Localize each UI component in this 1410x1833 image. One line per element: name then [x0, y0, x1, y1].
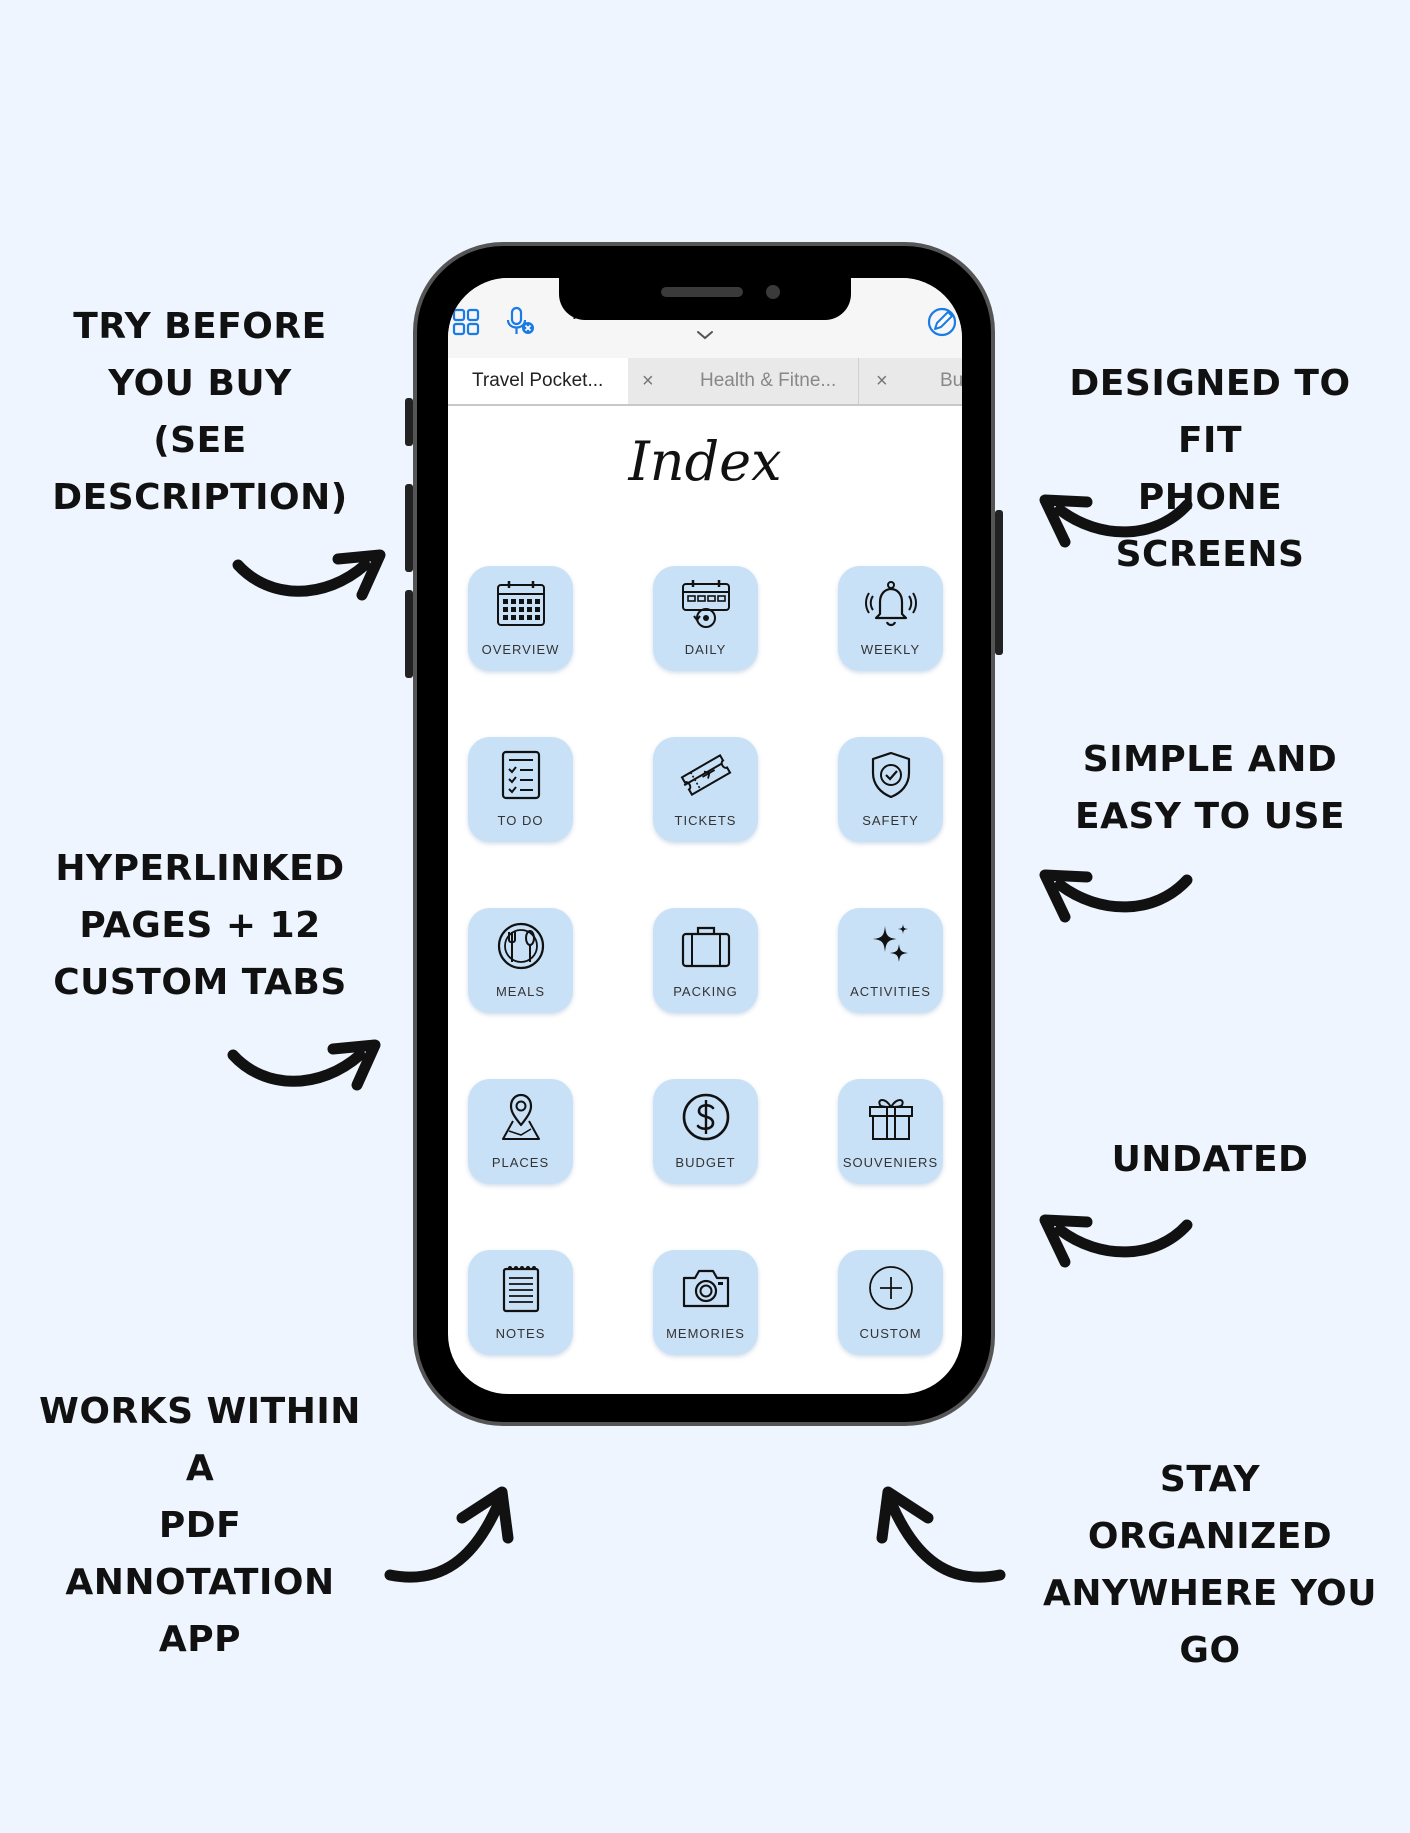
bell-icon	[865, 581, 917, 627]
tile-daily[interactable]: DAILY	[653, 566, 758, 671]
notepad-icon	[502, 1266, 540, 1313]
calendar-grid-icon	[497, 581, 545, 626]
tile-label: TO DO	[497, 813, 544, 828]
tile-label: SOUVENIERS	[842, 1155, 939, 1170]
daily-calendar-icon	[682, 580, 730, 628]
tab-label: Bu	[940, 370, 962, 391]
shield-check-icon	[871, 751, 911, 799]
close-tab-icon[interactable]: ×	[876, 370, 888, 392]
tile-custom[interactable]: CUSTOM	[838, 1250, 943, 1355]
tile-safety[interactable]: SAFETY	[838, 737, 943, 842]
tile-label: ACTIVITIES	[850, 984, 931, 999]
tile-notes[interactable]: NOTES	[468, 1250, 573, 1355]
mute-switch	[405, 398, 413, 446]
arrow-up-left-icon	[876, 1486, 1006, 1583]
tile-overview[interactable]: OVERVIEW	[468, 566, 573, 671]
arrow-right-icon	[227, 1039, 381, 1091]
chevron-down-icon[interactable]	[696, 330, 714, 340]
caption-works-within: WORKS WITHIN A PDF ANNOTATION APP	[39, 1391, 361, 1660]
arrow-right-icon	[232, 549, 386, 601]
tile-label: SAFETY	[862, 813, 919, 828]
sparkles-icon	[873, 924, 908, 962]
caption-stay: STAY ORGANIZED ANYWHERE YOU GO	[1043, 1459, 1377, 1671]
tile-label: OVERVIEW	[481, 642, 560, 657]
tile-label: CUSTOM	[859, 1326, 922, 1341]
tile-label: PLACES	[491, 1155, 550, 1170]
checklist-icon	[501, 750, 541, 800]
tab-label: Travel Pocket...	[472, 370, 604, 391]
tile-label: DAILY	[684, 642, 727, 657]
tile-to-do[interactable]: TO DO	[468, 737, 573, 842]
camera-icon	[682, 1269, 730, 1308]
tile-label: TICKETS	[674, 813, 737, 828]
plate-cutlery-icon	[497, 922, 545, 970]
earpiece-speaker	[661, 287, 743, 297]
caption-undated: UNDATED	[1111, 1139, 1309, 1180]
volume-up-button	[405, 484, 413, 572]
tile-weekly[interactable]: WEEKLY	[838, 566, 943, 671]
arrow-left-icon	[1039, 494, 1193, 548]
tab-divider	[858, 358, 859, 404]
grid-icon[interactable]	[452, 308, 480, 336]
tile-label: MEMORIES	[666, 1326, 745, 1341]
tile-label: PACKING	[673, 984, 738, 999]
tile-budget[interactable]: BUDGET	[653, 1079, 758, 1184]
front-camera	[766, 285, 780, 299]
caption-designed: DESIGNED TO FIT PHONE SCREENS	[1069, 363, 1351, 575]
tile-places[interactable]: PLACES	[468, 1079, 573, 1184]
tile-souveniers[interactable]: SOUVENIERS	[838, 1079, 943, 1184]
tile-label: NOTES	[495, 1326, 546, 1341]
tab-label: Health & Fitne...	[700, 370, 837, 391]
arrow-up-right-icon	[384, 1486, 514, 1583]
phone-screen: Travel Pocket Planner Travel Pocket... ×…	[448, 278, 962, 1394]
dollar-coin-icon	[682, 1093, 730, 1141]
volume-down-button	[405, 590, 413, 678]
annotate-pen-icon[interactable]	[926, 306, 958, 338]
tile-label: WEEKLY	[860, 642, 921, 657]
tile-label: MEALS	[495, 984, 546, 999]
ticket-icon	[680, 753, 732, 797]
caption-hyperlinked: HYPERLINKED PAGES + 12 CUSTOM TABS	[53, 848, 347, 1003]
caption-try-before: TRY BEFORE YOU BUY (SEE DESCRIPTION)	[52, 306, 348, 518]
plus-circle-icon	[869, 1266, 913, 1310]
page-title: Index	[628, 430, 782, 493]
tile-activities[interactable]: ACTIVITIES	[838, 908, 943, 1013]
tab-bu[interactable]: Bu	[940, 358, 962, 404]
tab-travel-pocket[interactable]: Travel Pocket...	[448, 358, 628, 404]
gift-icon	[869, 1099, 913, 1140]
close-tab-icon[interactable]: ×	[642, 370, 654, 392]
tile-tickets[interactable]: TICKETS	[653, 737, 758, 842]
power-button	[995, 510, 1003, 655]
suitcase-icon	[681, 926, 731, 968]
document-tab-bar: Travel Pocket... × Health & Fitne... × B…	[448, 358, 962, 406]
phone-notch	[559, 276, 851, 320]
arrow-left-icon	[1039, 869, 1193, 923]
tile-memories[interactable]: MEMORIES	[653, 1250, 758, 1355]
tile-packing[interactable]: PACKING	[653, 908, 758, 1013]
map-pin-icon	[502, 1093, 540, 1140]
tab-health-fitness[interactable]: Health & Fitne...	[700, 358, 850, 404]
arrow-left-icon	[1039, 1214, 1193, 1268]
microphone-off-icon[interactable]	[504, 306, 536, 338]
caption-simple: SIMPLE AND EASY TO USE	[1075, 739, 1345, 837]
tile-meals[interactable]: MEALS	[468, 908, 573, 1013]
tile-label: BUDGET	[675, 1155, 736, 1170]
